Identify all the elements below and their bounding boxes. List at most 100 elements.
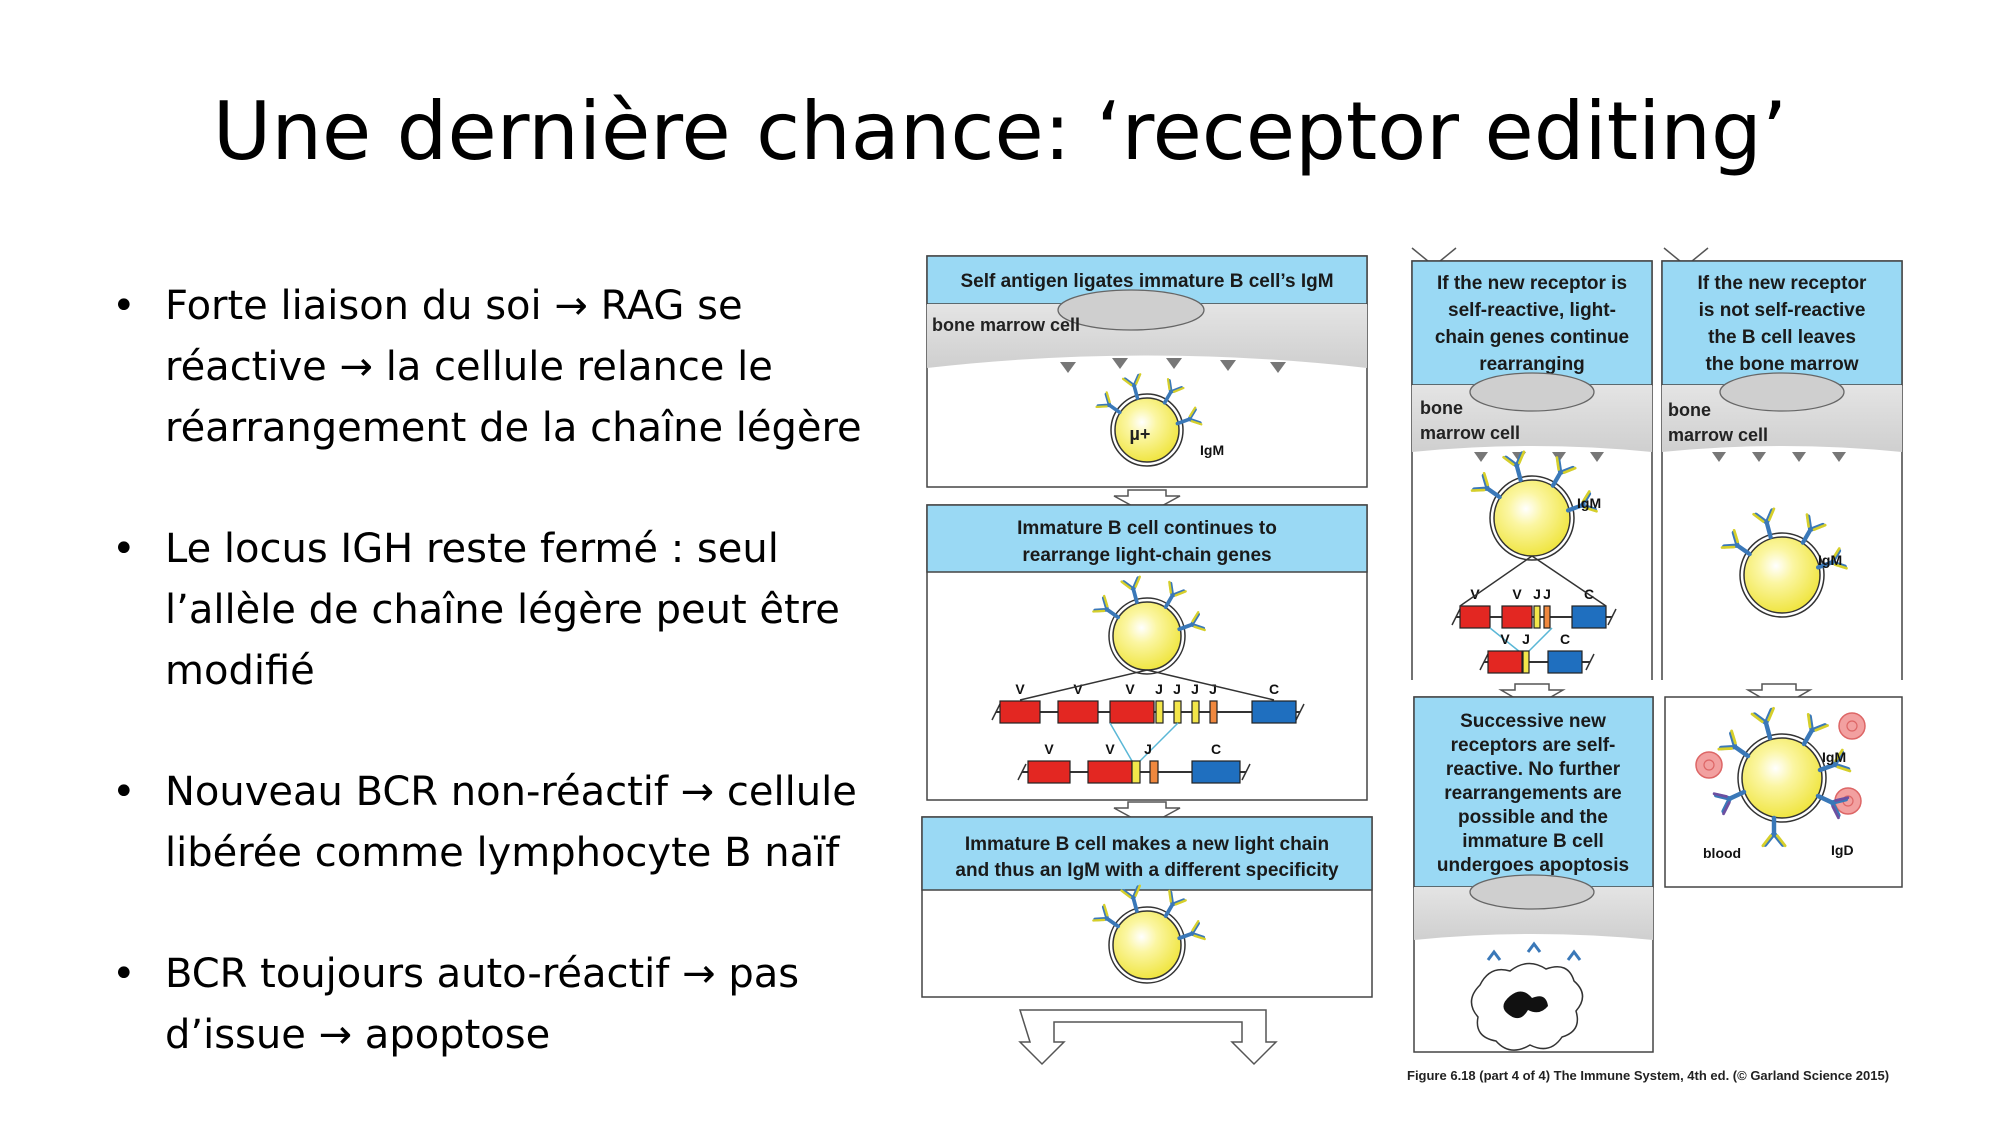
gene-segment-label: V (1105, 741, 1115, 757)
igm-antibody (1750, 706, 1775, 741)
igm-antibody (1177, 611, 1206, 632)
panel-self-reactive-continue: If the new receptor is self-reactive, li… (1411, 247, 1653, 680)
self-antigen-triangles (1712, 452, 1846, 462)
branch-arrow-split (1018, 1009, 1278, 1066)
igm-label: IgM (1577, 495, 1601, 511)
gene-segment-label: C (1211, 741, 1221, 757)
bullet-marker: • (112, 769, 136, 815)
gene-segment (1109, 700, 1155, 724)
bullet-marker: • (112, 283, 136, 329)
immature-b-cell (1470, 450, 1598, 561)
igm-antibody (1177, 920, 1206, 941)
gene-segment-label: C (1269, 681, 1279, 697)
gene-segment (1209, 700, 1218, 724)
panel-6-header-line: undergoes apoptosis (1437, 855, 1629, 876)
immature-b-cell (1092, 884, 1206, 984)
bullet-text-line: l’allèle de chaîne légère peut être (165, 587, 840, 633)
igm-antibody (1712, 789, 1747, 816)
figure-caption: Figure 6.18 (part 4 of 4) The Immune Sys… (1407, 1068, 1889, 1083)
panel-3-header (921, 816, 1373, 891)
gene-segment-label: V (1015, 681, 1025, 697)
panel-4-header-line-4: rearranging (1479, 354, 1585, 375)
igm-antibody (1095, 391, 1122, 415)
self-antigen-triangles (1060, 358, 1286, 373)
panel-4-header-line-1: If the new receptor is (1437, 273, 1627, 294)
gene-segment-label: V (1073, 681, 1083, 697)
gene-segment (1149, 760, 1159, 784)
panel-6-header-line: reactive. No further (1446, 759, 1621, 780)
panel-4-header-line-2: self-reactive, light- (1448, 300, 1616, 321)
gene-segment (1543, 605, 1551, 629)
gene-segment-label: J (1155, 681, 1163, 697)
naive-b-cell (1712, 706, 1852, 848)
panel-new-light-chain: Immature B cell makes a new light chain … (921, 816, 1373, 998)
panel-3-header-line-2: and thus an IgM with a different specifi… (955, 860, 1339, 881)
panel-4-header-line-3: chain genes continue (1435, 327, 1629, 348)
immature-b-cell (1720, 507, 1848, 618)
gene-segment (1057, 700, 1099, 724)
gene-segment (1191, 700, 1200, 724)
panel-5-header-line-4: the bone marrow (1705, 354, 1858, 375)
gene-segment (1191, 760, 1241, 784)
gene-segment (1487, 650, 1523, 674)
igm-antibody (1801, 712, 1829, 747)
panel-5-header (1661, 260, 1903, 386)
bullet-text-line: réactive → la cellule relance le (165, 344, 773, 390)
gene-segment (1459, 605, 1491, 629)
bone-marrow-label: bone (1420, 398, 1463, 418)
bullet-text-line: d’issue → apoptose (165, 1012, 551, 1058)
gene-segment-label: C (1560, 631, 1570, 647)
gene-segment (1501, 605, 1533, 629)
panel-1-header-text: Self antigen ligates immature B cell’s I… (960, 271, 1333, 292)
panel-6-header-line: possible and the (1458, 807, 1608, 828)
apoptotic-cell (1470, 941, 1584, 1051)
igm-antibody (1502, 450, 1526, 483)
panel-naive-b-cell-blood: IgM blood IgD (1664, 696, 1903, 888)
gene-segment-label: V (1500, 631, 1510, 647)
bone-marrow-label: bone marrow cell (932, 315, 1080, 335)
gene-segment-label: V (1512, 586, 1522, 602)
igm-antibody (1720, 528, 1752, 557)
panel-continues-rearrange: Immature B cell continues to rearrange l… (926, 504, 1368, 801)
panel-5-header-line-3: the B cell leaves (1708, 327, 1856, 348)
igm-antibody (1163, 889, 1187, 918)
igm-antibody (1470, 471, 1502, 500)
igm-antibody (1565, 490, 1598, 513)
gene-segment (1087, 760, 1133, 784)
igm-antibody (1175, 406, 1203, 426)
igm-antibody (1752, 507, 1776, 540)
gene-segment (1571, 605, 1607, 629)
panel-2-header-line-2: rearrange light-chain genes (1022, 545, 1271, 566)
igm-antibody (1163, 580, 1187, 609)
gene-segment (1131, 760, 1141, 784)
gene-segment-label: J (1543, 586, 1551, 602)
bullet-marker: • (112, 951, 136, 997)
panel-6-header-line: Successive new (1460, 711, 1606, 732)
gene-segment-label: J (1533, 586, 1541, 602)
panel-6-header-line: immature B cell (1462, 831, 1604, 852)
panel-4-header (1411, 260, 1653, 386)
igm-antibody (1817, 748, 1852, 773)
panel-5-header-line-2: is not self-reactive (1699, 300, 1866, 321)
igm-antibody (1120, 884, 1141, 913)
panel-2-header (926, 504, 1368, 573)
igm-antibody (1800, 513, 1827, 545)
bone-marrow-label: marrow cell (1420, 423, 1520, 443)
igm-antibody (1815, 547, 1848, 570)
bullet-text-line: réarrangement de la chaîne légère (165, 405, 862, 451)
immature-b-cell (1095, 373, 1203, 467)
gene-segment (1173, 700, 1182, 724)
bone-marrow-label: bone (1668, 400, 1711, 420)
gene-segment-label: J (1191, 681, 1199, 697)
gene-segment-label: V (1125, 681, 1135, 697)
panel-self-antigen: Self antigen ligates immature B cell’s I… (926, 255, 1368, 488)
igm-label: IgM (1818, 552, 1842, 568)
bone-marrow-cell (927, 304, 1367, 368)
bullet-text-line: libérée comme lymphocyte B naïf (165, 830, 840, 876)
mu-plus-label: µ+ (1130, 424, 1151, 444)
igm-antibody (1121, 373, 1142, 400)
